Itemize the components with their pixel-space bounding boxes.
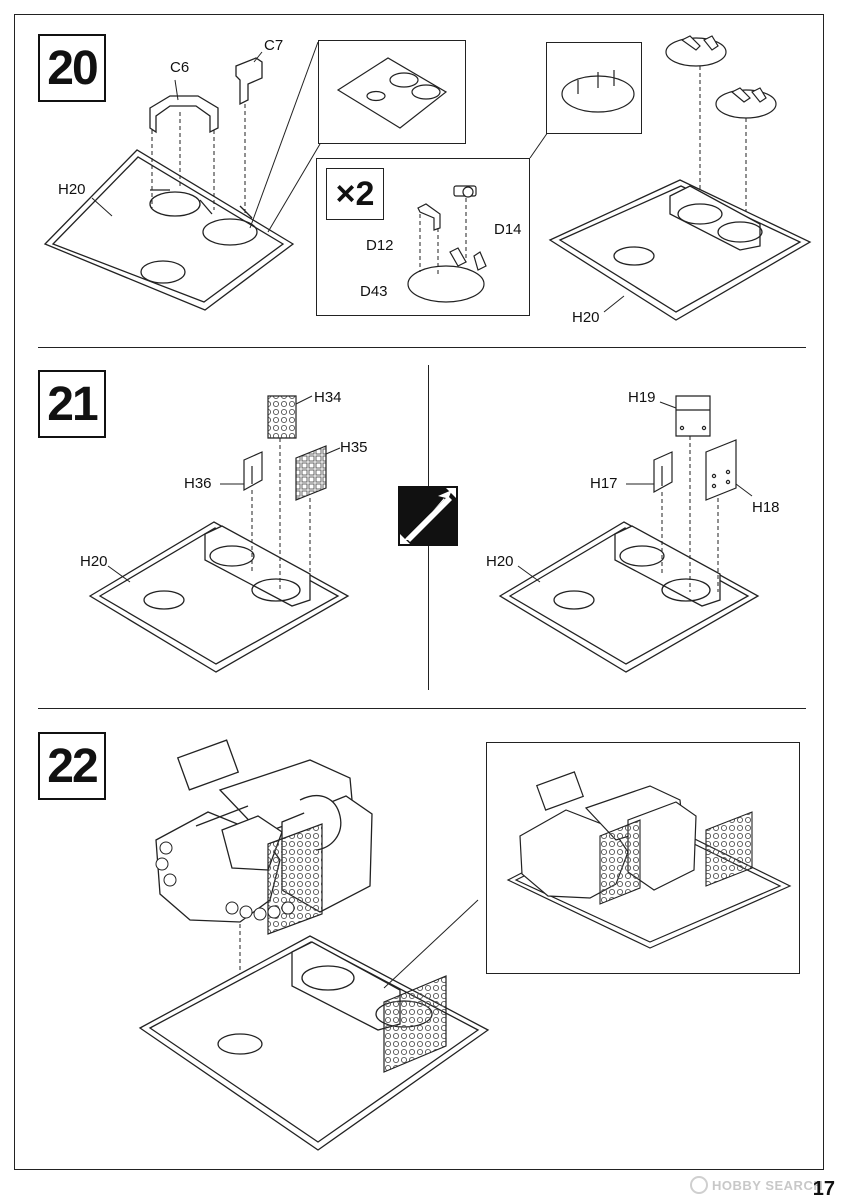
step21-right-plate xyxy=(498,521,760,673)
step-number-20: 20 xyxy=(38,34,106,102)
multiplier-badge: ×2 xyxy=(326,168,384,220)
label-c6: C6 xyxy=(170,59,190,76)
label-h20-left: H20 xyxy=(58,181,86,198)
turret-assembly xyxy=(155,739,373,923)
label-h20-right: H20 xyxy=(572,309,600,326)
label-h18: H18 xyxy=(752,499,780,516)
label-h20-step21-left: H20 xyxy=(80,553,108,570)
step20-plate-left xyxy=(43,149,295,311)
watermark-text: HOBBY SEARCH xyxy=(712,1177,824,1193)
label-h36: H36 xyxy=(184,475,212,492)
label-h20-step21-right: H20 xyxy=(486,553,514,570)
label-h34: H34 xyxy=(314,389,342,406)
part-h36 xyxy=(243,451,263,492)
step22-base-plate xyxy=(138,935,490,1151)
watermark: HOBBY SEARCH xyxy=(690,1176,823,1194)
callout-completed-assembly xyxy=(506,771,792,949)
label-d12: D12 xyxy=(366,237,394,254)
part-h17 xyxy=(653,451,673,494)
step-number-21: 21 xyxy=(38,370,106,438)
label-h19: H19 xyxy=(628,389,656,406)
step-number-22: 22 xyxy=(38,732,106,800)
part-h35 xyxy=(295,445,327,501)
step20-callout-lines xyxy=(249,41,549,233)
label-d43: D43 xyxy=(360,283,388,300)
swap-arrows-icon xyxy=(398,486,458,546)
label-c7: C7 xyxy=(264,37,284,54)
divider-step21-22 xyxy=(38,708,806,709)
part-c6 xyxy=(149,95,219,134)
label-h35: H35 xyxy=(340,439,368,456)
step22-base-mesh xyxy=(383,975,447,1073)
turret-mesh-panel xyxy=(267,823,323,935)
step20-right-assembly-lines xyxy=(699,66,747,220)
step20-plate-right xyxy=(548,179,812,321)
label-d14: D14 xyxy=(494,221,522,238)
label-h17: H17 xyxy=(590,475,618,492)
callout-mesh-panels xyxy=(599,811,753,905)
part-h19 xyxy=(675,395,711,437)
watermark-logo-icon xyxy=(690,1176,708,1194)
part-c7 xyxy=(235,57,263,106)
step21-left-plate xyxy=(88,521,350,673)
page-number: 17 xyxy=(812,1178,835,1200)
turret-side-rollers xyxy=(155,841,295,921)
step20-assembly-lines xyxy=(151,104,246,215)
page-frame xyxy=(14,14,824,1170)
part-h34 xyxy=(267,395,297,439)
part-h18 xyxy=(705,439,737,501)
divider-step20-21 xyxy=(38,347,806,348)
